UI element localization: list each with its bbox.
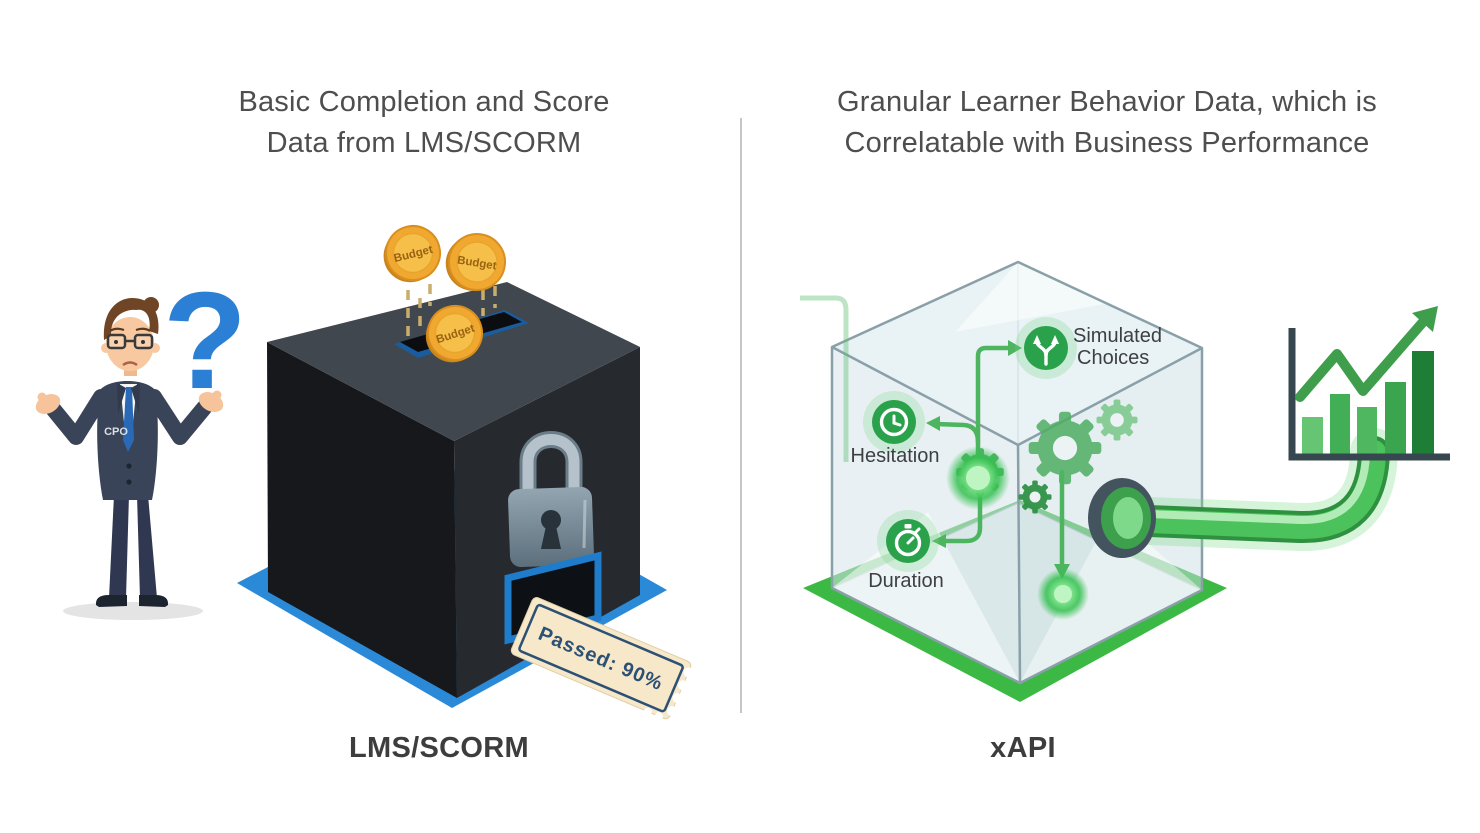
simulated-choices-label-line2: Choices (1077, 347, 1149, 369)
locked-box-illustration: CPO ? (35, 225, 694, 720)
left-title-line1: Basic Completion and Score (238, 86, 610, 118)
simulated-choices-icon (1015, 317, 1077, 379)
duration-label: Duration (868, 570, 944, 592)
data-orb (946, 446, 1089, 620)
right-title-line2: Correlatable with Business Performance (844, 127, 1370, 159)
data-stream-line (800, 295, 849, 462)
left-title: Basic Completion and Score Data from LMS… (54, 82, 794, 164)
data-pipe (1088, 428, 1398, 558)
glass-cube-illustration: Simulated Choices Hesitation Duration (800, 260, 1450, 702)
motion-dashes (406, 284, 497, 340)
growth-arrow (1295, 317, 1428, 402)
growth-chart (1288, 306, 1450, 461)
connector-arrows (926, 340, 1070, 579)
simulated-choices-label-line1: Simulated (1073, 325, 1162, 347)
left-title-line2: Data from LMS/SCORM (266, 127, 582, 159)
budget-coin: Budget (425, 305, 483, 363)
left-caption: LMS/SCORM (349, 732, 529, 764)
right-title-line1: Granular Learner Behavior Data, which is (837, 86, 1377, 118)
right-caption: xAPI (990, 732, 1056, 764)
padlock-icon (508, 431, 594, 568)
hesitation-icon (863, 391, 925, 453)
confused-person: CPO (35, 297, 224, 620)
panel-divider (740, 118, 742, 713)
duration-icon (877, 510, 939, 572)
chart-axes (1288, 328, 1450, 461)
person-badge-label: CPO (104, 426, 128, 438)
budget-coin: Budget (383, 225, 441, 283)
budget-coin: Budget (445, 233, 506, 292)
question-mark: ? (163, 264, 247, 418)
hesitation-label: Hesitation (851, 445, 940, 467)
ticket-perforation (643, 667, 694, 720)
hand (35, 390, 224, 415)
right-title: Granular Learner Behavior Data, which is… (740, 82, 1474, 164)
